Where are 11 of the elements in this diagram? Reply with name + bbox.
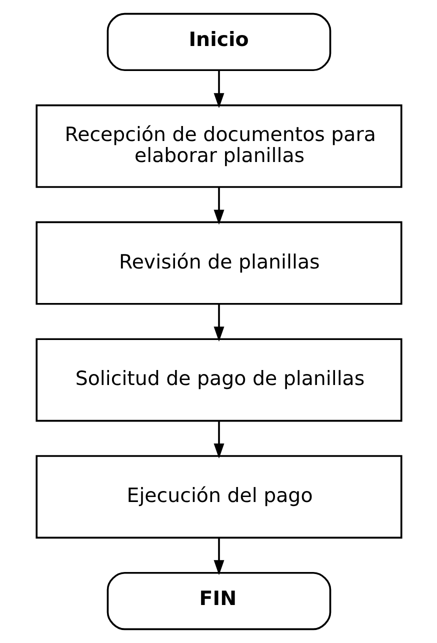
node-box: Revisión de planillas: [35, 221, 402, 305]
node-box: Inicio: [106, 12, 331, 72]
node-box: Ejecución del pago: [35, 455, 402, 539]
arrow: [213, 538, 224, 576]
arrow: [213, 187, 224, 225]
node-box: Solicitud de pago de planillas: [35, 338, 402, 422]
node-box: Recepción de documentos para elaborar planillas: [35, 104, 402, 188]
arrow: [213, 70, 224, 108]
arrow: [213, 304, 224, 342]
node-box: FIN: [106, 572, 331, 630]
arrow: [213, 421, 224, 458]
